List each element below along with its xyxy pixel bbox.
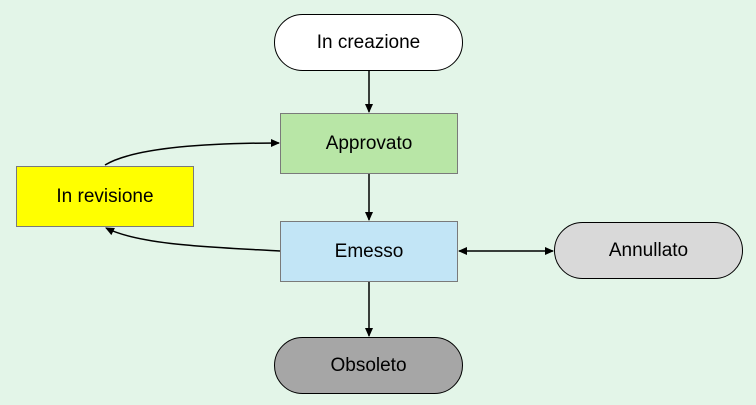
- node-in-revisione: In revisione: [16, 166, 194, 227]
- node-in-creazione: In creazione: [274, 14, 463, 71]
- node-approvato: Approvato: [280, 113, 458, 174]
- node-emesso-label: Emesso: [334, 240, 404, 262]
- edge-revisione-approvato: [104, 139, 280, 166]
- node-obsoleto: Obsoleto: [274, 337, 463, 394]
- node-approvato-label: Approvato: [325, 132, 413, 154]
- node-emesso: Emesso: [280, 221, 458, 282]
- edge-emesso-revisione: [105, 227, 281, 252]
- node-in-revisione-label: In revisione: [56, 185, 154, 207]
- node-annullato: Annullato: [554, 222, 743, 279]
- node-annullato-label: Annullato: [608, 239, 689, 261]
- node-in-creazione-label: In creazione: [316, 31, 421, 53]
- node-obsoleto-label: Obsoleto: [330, 354, 407, 376]
